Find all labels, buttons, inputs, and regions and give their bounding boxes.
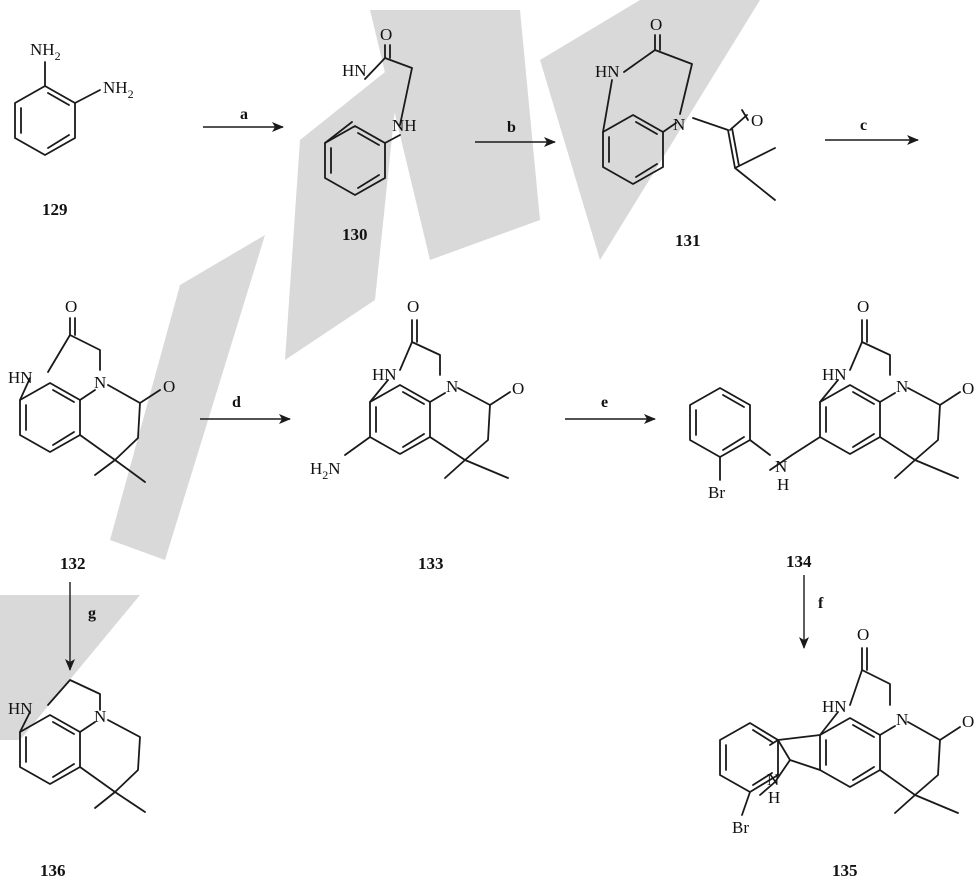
atom-o: O <box>380 25 392 44</box>
atom-n: N <box>446 377 458 396</box>
atom-br: Br <box>732 818 749 837</box>
atom-o: O <box>65 297 77 316</box>
atom-h: H <box>777 475 789 494</box>
atom-hn: HN <box>342 61 367 80</box>
atom-o: O <box>857 297 869 316</box>
atom-nh2-top: NH2 <box>30 40 61 63</box>
atom-n: N <box>673 115 685 134</box>
label-133: 133 <box>418 554 444 573</box>
label-step-b: b <box>507 119 516 136</box>
atom-o: O <box>962 379 974 398</box>
compound-135: O HN N O N H Br 135 <box>719 625 974 880</box>
label-130: 130 <box>342 225 368 244</box>
label-step-a: a <box>240 106 248 123</box>
atom-n: N <box>775 457 787 476</box>
atom-o: O <box>407 297 419 316</box>
label-step-c: c <box>860 117 867 134</box>
label-131: 131 <box>675 231 701 250</box>
atom-hn: HN <box>8 368 33 387</box>
compound-132: O HN N O 132 <box>8 297 175 573</box>
compound-136: HN N 136 <box>8 679 146 880</box>
atom-o: O <box>512 379 524 398</box>
atom-hn: HN <box>822 697 847 716</box>
atom-br: Br <box>708 483 725 502</box>
compound-129: NH2 NH2 129 <box>14 40 134 219</box>
label-132: 132 <box>60 554 86 573</box>
label-134: 134 <box>786 552 812 571</box>
compound-131: O HN N O 131 <box>595 15 776 250</box>
label-129: 129 <box>42 200 68 219</box>
label-step-f: f <box>818 595 824 612</box>
atom-n: N <box>767 770 779 789</box>
atom-hn: HN <box>822 365 847 384</box>
atom-o: O <box>962 712 974 731</box>
label-step-d: d <box>232 394 241 411</box>
atom-hn: HN <box>372 365 397 384</box>
label-step-e: e <box>601 394 608 411</box>
atom-o: O <box>751 111 763 130</box>
label-step-g: g <box>88 605 96 622</box>
atom-h: H <box>768 788 780 807</box>
label-136: 136 <box>40 861 66 880</box>
atom-n: N <box>94 373 106 392</box>
atom-n: N <box>896 377 908 396</box>
atom-o: O <box>650 15 662 34</box>
label-135: 135 <box>832 861 858 880</box>
atom-nh2-right: NH2 <box>103 78 134 101</box>
compound-133: O HN N O H2N 133 <box>310 297 524 573</box>
atom-n: N <box>94 707 106 726</box>
atom-nh: NH <box>392 116 417 135</box>
compound-130: O HN NH 130 <box>324 25 417 244</box>
atom-n: N <box>896 710 908 729</box>
atom-hn: HN <box>8 699 33 718</box>
compound-134: O HN N O N H Br 134 <box>689 297 974 571</box>
atom-o: O <box>857 625 869 644</box>
atom-o: O <box>163 377 175 396</box>
atom-hn: HN <box>595 62 620 81</box>
atom-h2n: H2N <box>310 459 341 482</box>
